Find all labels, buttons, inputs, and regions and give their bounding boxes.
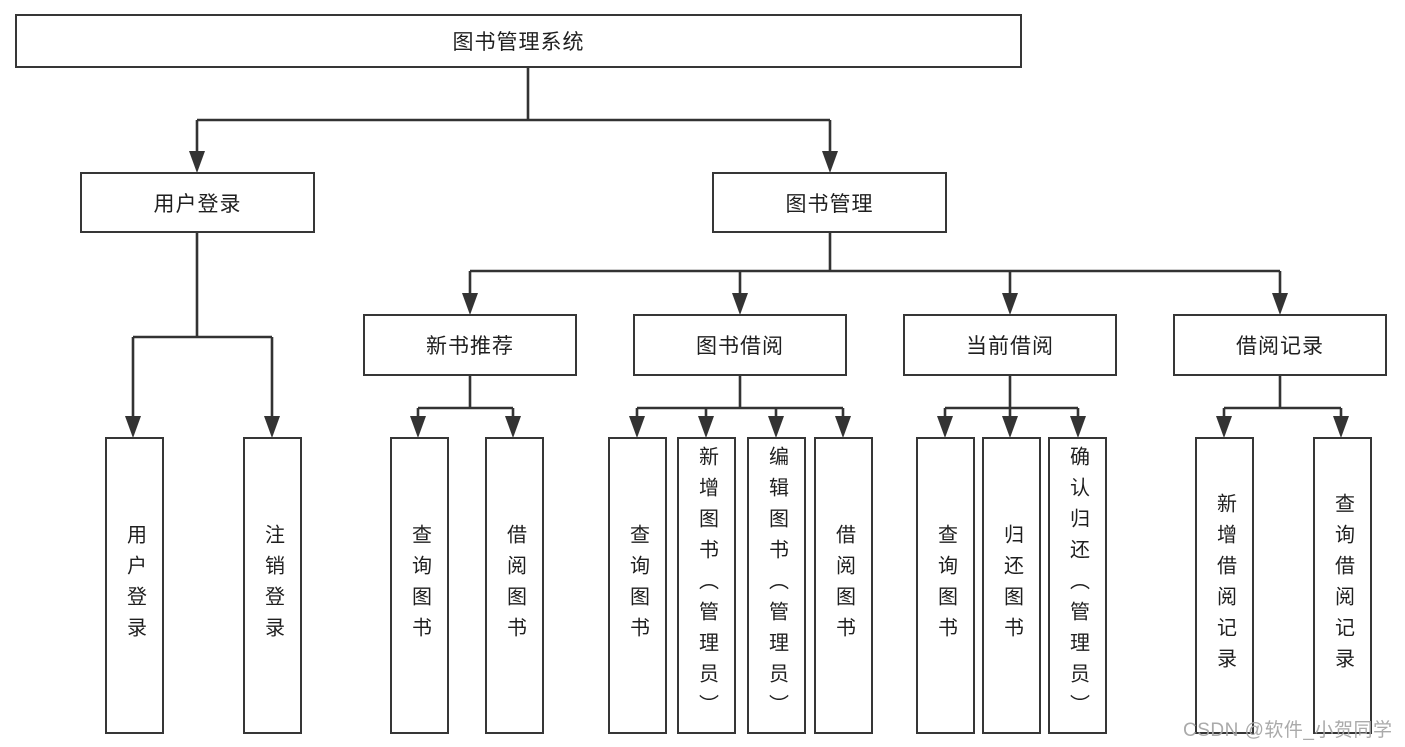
leaf-user-login: 用户登录 xyxy=(105,437,164,734)
leaf-query-books-borrow: 查询图书 xyxy=(608,437,667,734)
leaf-borrow-books: 借阅图书 xyxy=(814,437,873,734)
leaf-add-borrow-record: 新增借阅记录 xyxy=(1195,437,1254,734)
node-root-library-system: 图书管理系统 xyxy=(15,14,1022,68)
leaf-borrow-books-recommend: 借阅图书 xyxy=(485,437,544,734)
node-book-borrow: 图书借阅 xyxy=(633,314,847,376)
node-borrow-records: 借阅记录 xyxy=(1173,314,1387,376)
leaf-logout: 注销登录 xyxy=(243,437,302,734)
arrowheads xyxy=(125,151,1349,438)
leaf-query-books-current: 查询图书 xyxy=(916,437,975,734)
node-user-login: 用户登录 xyxy=(80,172,315,233)
leaf-query-books-recommend: 查询图书 xyxy=(390,437,449,734)
leaf-confirm-return-admin: 确认归还（管理员） xyxy=(1048,437,1107,734)
leaf-edit-book-admin: 编辑图书（管理员） xyxy=(747,437,806,734)
node-current-borrow: 当前借阅 xyxy=(903,314,1117,376)
node-book-management: 图书管理 xyxy=(712,172,947,233)
leaf-add-book-admin: 新增图书（管理员） xyxy=(677,437,736,734)
leaf-query-borrow-record: 查询借阅记录 xyxy=(1313,437,1372,734)
csdn-watermark: CSDN @软件_小贺同学 xyxy=(1183,720,1393,741)
node-new-book-recommend: 新书推荐 xyxy=(363,314,577,376)
leaf-return-book: 归还图书 xyxy=(982,437,1041,734)
